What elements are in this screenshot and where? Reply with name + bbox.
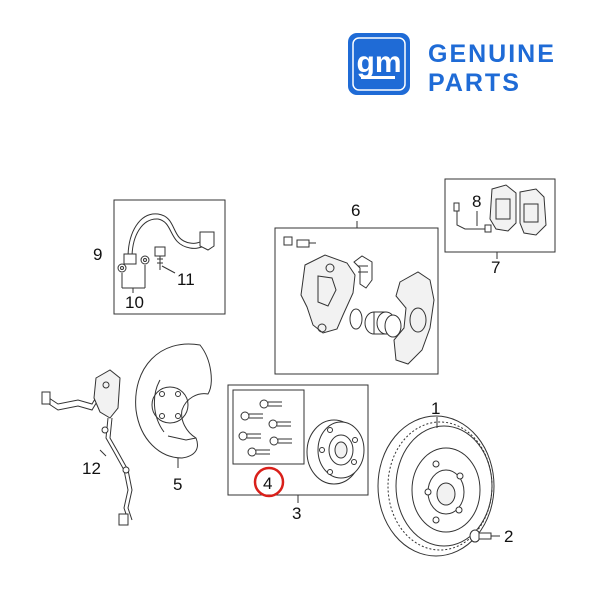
wheel-stud-icon — [268, 419, 291, 429]
wheel-hub-icon — [306, 419, 365, 485]
callout-12: 12 — [82, 459, 101, 478]
wheel-stud-icon — [247, 447, 270, 457]
brake-pad-inner — [489, 184, 517, 232]
callout-4-highlight-ring — [253, 466, 285, 498]
dust-shield: 5 — [135, 343, 212, 494]
wheel-stud-icon — [238, 431, 261, 441]
union-bolt-icon — [154, 246, 166, 270]
brake-rotor: 1 — [377, 399, 495, 557]
sensor-connector — [41, 391, 51, 405]
brake-hose-group: 9 10 11 — [93, 199, 226, 315]
wheel-stud-icon — [269, 436, 292, 446]
brand-name-line1: GENUINE — [428, 40, 556, 68]
rotor-screw: 2 — [469, 527, 513, 546]
wear-sensor-icon — [453, 202, 492, 233]
hub-bolt-box — [232, 389, 305, 465]
callout-7: 7 — [491, 258, 500, 277]
bleeder-screw-icon — [296, 239, 316, 248]
wheel-speed-sensor: 12 — [41, 369, 133, 526]
brake-pad-group: 8 7 — [444, 178, 556, 277]
caliper-group: 6 — [274, 201, 439, 375]
callout-9: 9 — [93, 245, 102, 264]
wheel-stud-icon — [259, 399, 282, 409]
wheel-stud-icon — [240, 411, 263, 421]
caliper-body — [393, 271, 435, 365]
gm-logo-text: gm — [357, 46, 402, 79]
piston-boot — [384, 314, 402, 338]
bleeder-cap — [283, 236, 293, 246]
callout-11: 11 — [177, 270, 195, 289]
callout-10: 10 — [125, 293, 144, 312]
sensor-bracket — [93, 369, 121, 419]
hose-end-fitting — [123, 253, 137, 265]
gm-logo: gm — [348, 33, 410, 95]
anti-rattle-clip — [353, 255, 373, 289]
callout-5: 5 — [173, 475, 182, 494]
hub-bearing-group: 4 3 — [227, 384, 369, 523]
callout-4: 4 — [263, 474, 272, 493]
washer-icon — [117, 263, 127, 273]
brand-name-line2: PARTS — [428, 69, 521, 97]
brake-hose-box — [113, 199, 226, 315]
callout-2: 2 — [504, 527, 513, 546]
callout-8: 8 — [472, 192, 481, 211]
caliper-bracket — [300, 254, 356, 334]
washer-icon — [140, 255, 150, 265]
brake-pad-box — [444, 178, 556, 253]
hose-bracket — [199, 231, 215, 251]
brake-pad-outer — [519, 188, 547, 236]
callout-6: 6 — [351, 201, 360, 220]
piston-seal — [349, 308, 363, 330]
callout-1: 1 — [431, 399, 440, 418]
callout-3: 3 — [292, 504, 301, 523]
sensor-tip — [118, 513, 129, 526]
